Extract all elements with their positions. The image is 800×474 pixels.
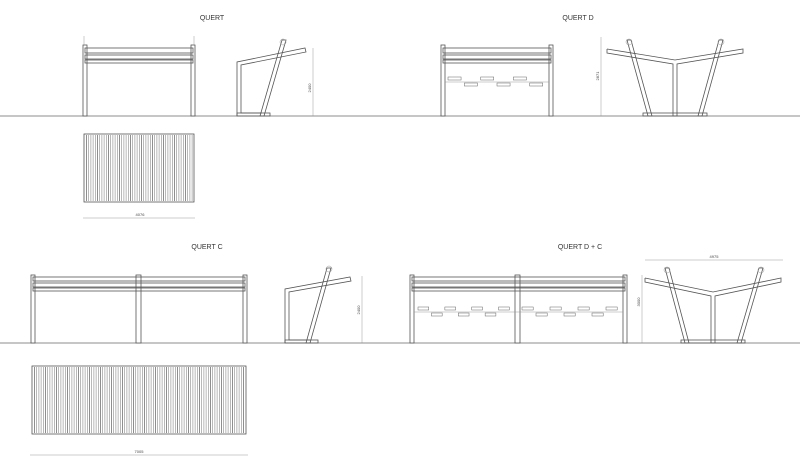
bike-rack-slot <box>480 76 494 81</box>
quert-d-height-label: 2871 <box>595 71 600 81</box>
roof-beam <box>84 59 194 64</box>
bike-rack-slot <box>498 306 510 311</box>
quert-dc-height-label: 3000 <box>636 297 641 307</box>
bike-rack-slot <box>444 306 456 311</box>
quert-c-plan-view: 7005 <box>30 365 248 456</box>
quert-side-elevation: 2400 <box>236 38 314 117</box>
leaning-post <box>259 39 287 117</box>
quert-c-drawing: QUERT C 2400 7005 <box>30 244 363 456</box>
quert-d-side-elevation: 2871 <box>595 37 744 117</box>
quert-title: QUERT <box>200 15 225 22</box>
bike-rack-slot <box>535 312 548 317</box>
bike-rack-slot <box>605 306 618 311</box>
quert-dc-title: QUERT D + C <box>558 244 602 251</box>
bike-rack-slot <box>577 306 590 311</box>
bike-rack-slot <box>591 312 604 317</box>
roof-beam <box>84 54 194 60</box>
quert-height-label: 2400 <box>307 83 312 93</box>
quert-d-title: QUERT D <box>562 15 593 22</box>
quert-drawing: QUERT 2400 4076 <box>82 15 314 219</box>
bike-rack-slot <box>521 306 534 311</box>
roof-slats <box>86 135 193 201</box>
quert-c-front-elevation <box>30 274 248 344</box>
bike-rack-slot <box>529 82 543 87</box>
bike-wheel-icon <box>625 38 633 46</box>
bike-rack-slot <box>496 82 511 87</box>
bike-wheel-icon <box>717 38 725 46</box>
bike-rack-slot <box>513 76 527 81</box>
quert-c-width-label: 7005 <box>135 449 145 454</box>
quert-c-title: QUERT C <box>191 244 222 251</box>
bike-rack-slot <box>471 306 483 311</box>
quert-dc-side-elevation: 3000 4975 <box>636 254 783 344</box>
post <box>190 44 196 117</box>
roof-slats <box>34 367 244 433</box>
bike-rack-slot <box>563 312 576 317</box>
bike-wheel-icon <box>757 266 765 274</box>
quert-d-front-elevation <box>440 44 554 117</box>
bike-rack-slot <box>447 76 462 81</box>
quert-c-side-elevation: 2400 <box>284 265 363 344</box>
bike-rack-slot <box>484 312 497 317</box>
bike-wheel-icon <box>279 38 287 46</box>
bike-rack-slot <box>549 306 562 311</box>
bike-rack-slot <box>417 306 429 311</box>
post <box>82 44 88 117</box>
quert-plan-view: 4076 <box>83 133 195 219</box>
bike-wheel-icon <box>325 265 333 273</box>
quert-dc-drawing: QUERT D + C 3000 4975 <box>409 244 783 344</box>
bike-rack-slot <box>464 82 478 87</box>
quert-dc-width-label: 4975 <box>710 254 720 259</box>
quert-width-label: 4076 <box>136 212 146 217</box>
quert-front-elevation <box>82 36 196 117</box>
roof-beam <box>84 47 194 54</box>
quert-dc-front-elevation <box>409 274 628 344</box>
bike-wheel-icon <box>663 266 671 274</box>
quert-d-drawing: QUERT D 2871 <box>440 15 744 117</box>
bike-rack-slot <box>458 312 470 317</box>
v-roof <box>606 48 744 117</box>
quert-c-height-label: 2400 <box>356 305 361 315</box>
bike-rack-slot <box>431 312 443 317</box>
side-frame <box>236 47 307 116</box>
